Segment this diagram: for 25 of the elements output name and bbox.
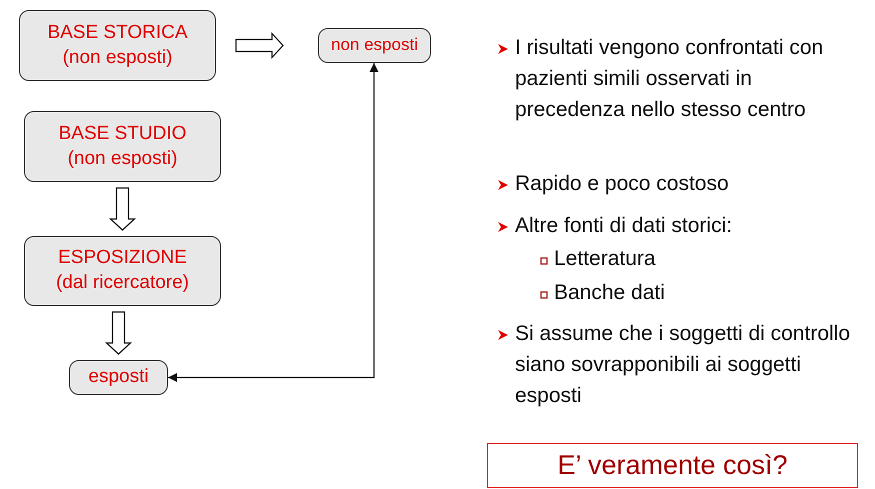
box-text: BASE STORICA [47, 20, 188, 45]
bullet-text: Si assume che i soggetti di controllo siano sovrapponibili ai soggetti esposti [515, 321, 852, 409]
box-text: ESPOSIZIONE [58, 246, 187, 270]
process-box [24, 111, 221, 182]
arrow [168, 63, 378, 382]
process-box [69, 360, 168, 395]
process-box [19, 10, 216, 81]
block-arrow [104, 311, 132, 355]
box-text: BASE STUDIO [58, 122, 186, 146]
question-box [487, 443, 858, 488]
block-arrow [108, 187, 136, 231]
bullet-text: I risultati vengono confrontati con pazienti simili osservati in precedenza nello stesso centro [515, 35, 824, 123]
box-text: (non esposti) [68, 146, 178, 170]
box-text: E’ veramente così? [557, 448, 788, 482]
bullet-text: Letteratura [554, 246, 656, 272]
box-text: (non esposti) [62, 46, 172, 70]
bullet-text: Banche dati [554, 280, 665, 306]
block-arrow [235, 32, 284, 60]
bullet-text: Altre fonti di dati storici: [515, 213, 732, 239]
process-box [318, 28, 431, 63]
box-text: esposti [88, 365, 149, 390]
box-text: (dal ricercatore) [56, 271, 190, 295]
box-text: non esposti [331, 34, 418, 56]
bullet-text: Rapido e poco costoso [515, 171, 729, 197]
process-box [24, 236, 221, 306]
